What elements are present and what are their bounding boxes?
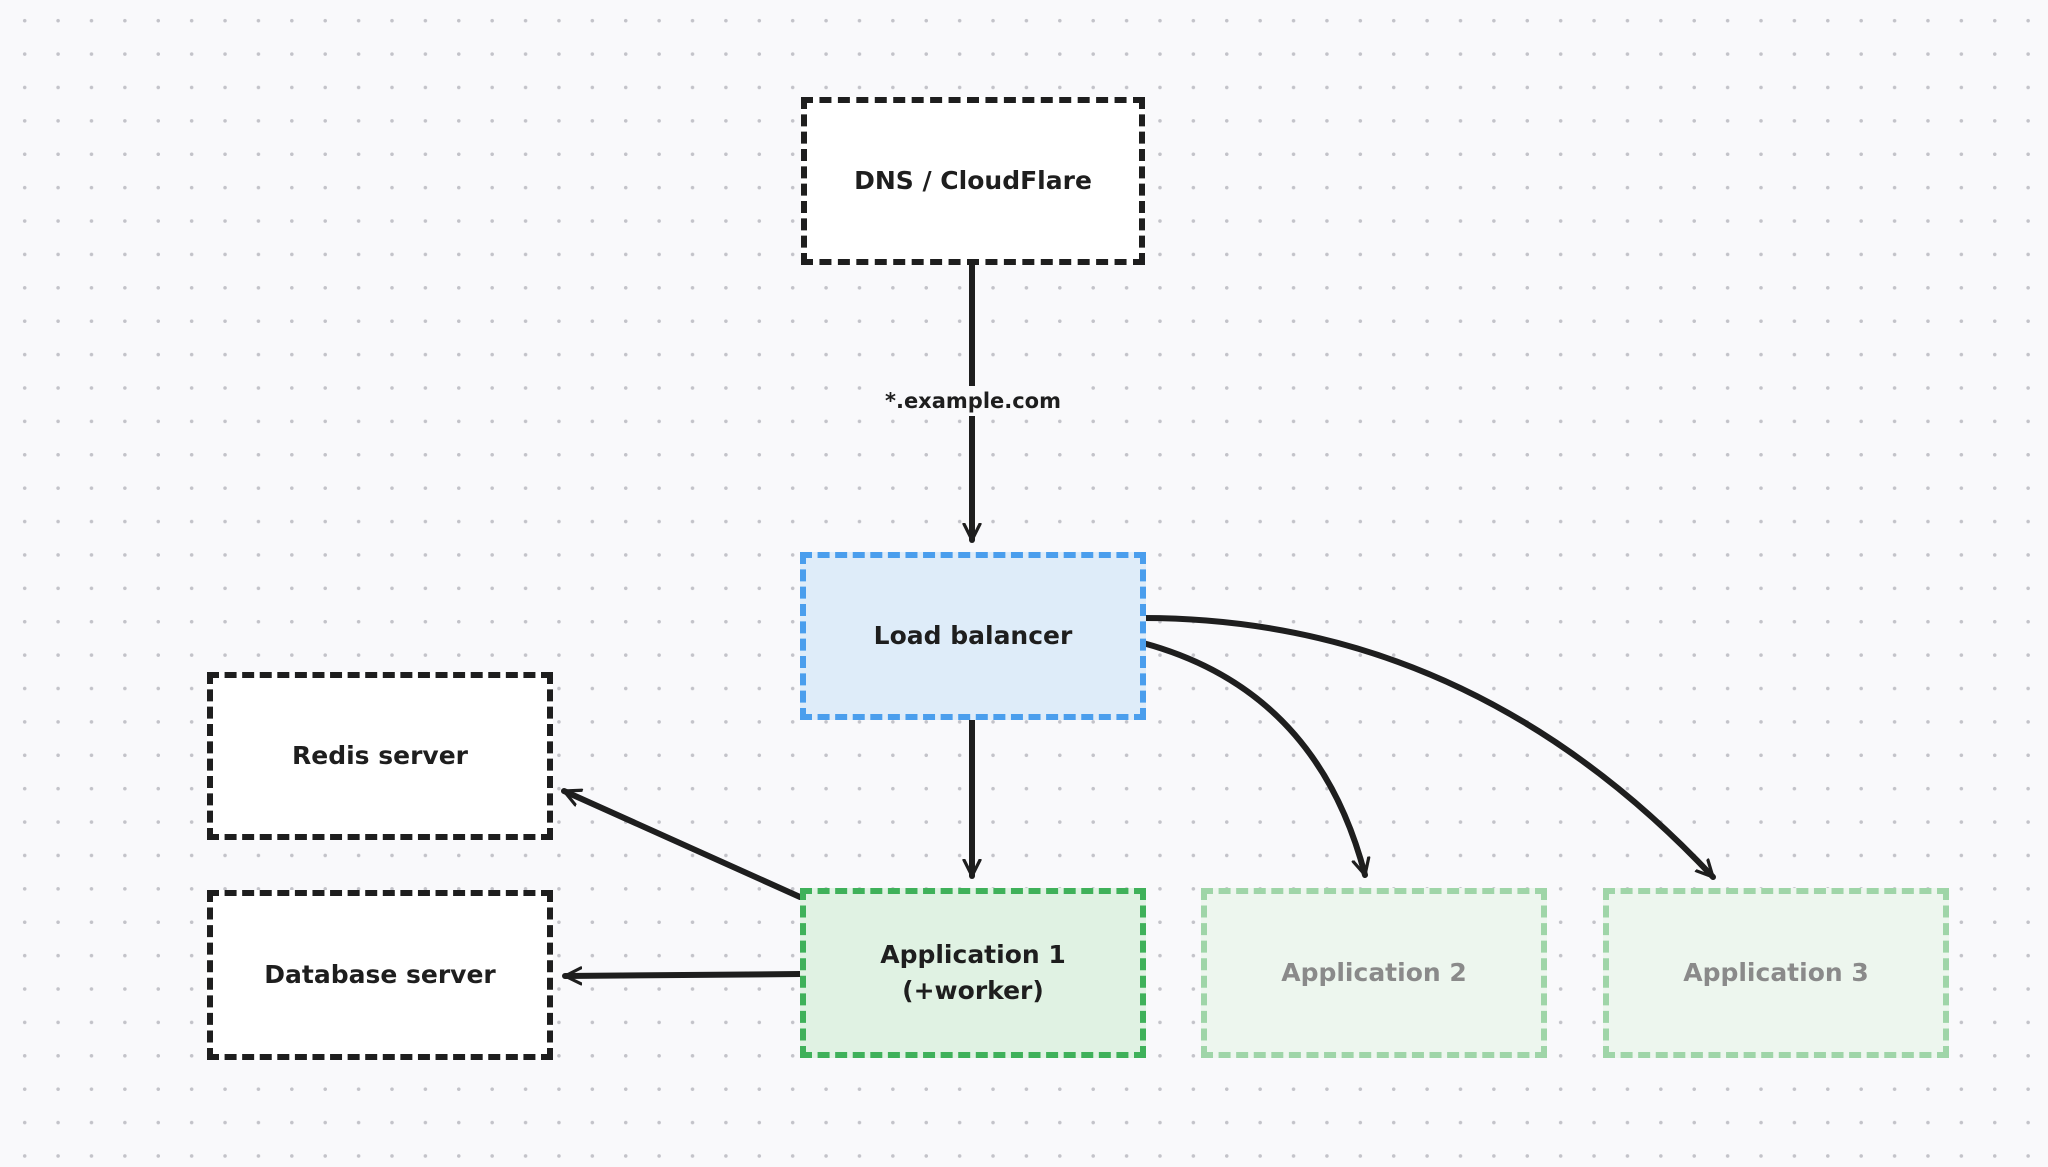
node-label: Redis server [291, 741, 468, 770]
node-label: DNS / CloudFlare [854, 166, 1092, 195]
node-database-server[interactable]: Database server [207, 890, 553, 1060]
node-label: Load balancer [873, 621, 1073, 650]
node-load-balancer[interactable]: Load balancer [800, 552, 1146, 720]
edge-load-balancer-to-app3[interactable] [1140, 615, 1716, 880]
node-label: Application 3 [1683, 958, 1869, 987]
edge-label-example-domain: *.example.com [880, 386, 1066, 416]
edge-load-balancer-to-app2[interactable] [1140, 640, 1365, 878]
node-application-3[interactable]: Application 3 [1603, 888, 1949, 1058]
node-dns-cloudflare[interactable]: DNS / CloudFlare [801, 97, 1145, 265]
node-label: Application 2 [1281, 958, 1467, 987]
node-label: Application 1 (+worker) [880, 940, 1066, 1005]
edge-app1-to-redis[interactable] [561, 788, 803, 900]
node-redis-server[interactable]: Redis server [207, 672, 553, 840]
node-label: Database server [264, 960, 496, 989]
edge-app1-to-database[interactable] [562, 974, 803, 976]
node-application-2[interactable]: Application 2 [1201, 888, 1547, 1058]
node-application-1[interactable]: Application 1 (+worker) [800, 888, 1146, 1058]
